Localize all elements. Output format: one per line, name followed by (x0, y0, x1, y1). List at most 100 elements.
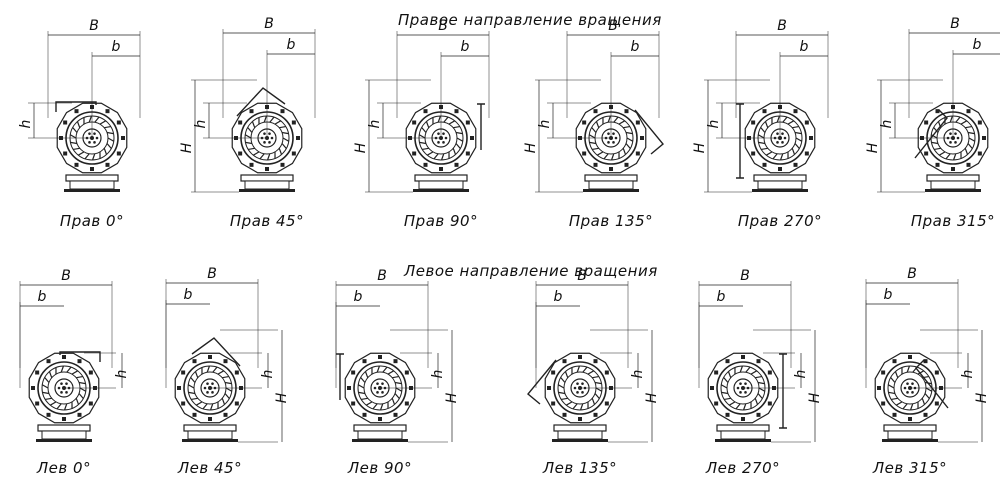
bolt-icon (751, 151, 756, 156)
bolt-icon (908, 417, 912, 421)
bolt-icon (88, 370, 93, 375)
title-left-rotation: Левое направление вращения (404, 262, 658, 280)
bolt-icon (578, 417, 582, 421)
base-support (69, 180, 115, 190)
bolt-icon (741, 417, 745, 421)
hub-bolt-icon (444, 136, 448, 140)
bolt-icon (635, 151, 640, 156)
dimension-B-label: B (577, 268, 587, 284)
hub-bolt-icon (739, 382, 742, 385)
dimension-h-label: h (537, 120, 553, 129)
hub-bolt-icon (373, 386, 377, 390)
bolt-icon (562, 359, 567, 364)
dimension-h-label: h (367, 120, 383, 129)
bolt-icon (351, 401, 356, 406)
hub-bolt-icon (776, 132, 779, 135)
dimension-b-label: b (112, 39, 121, 55)
base-plate (715, 439, 771, 442)
bolt-icon (74, 109, 79, 114)
dimension-b-label: b (461, 39, 470, 55)
bolt-icon (804, 120, 809, 125)
bolt-icon (609, 167, 613, 171)
bolt-icon (412, 151, 417, 156)
bolt-icon (378, 355, 382, 359)
bolt-icon (291, 120, 296, 125)
hub-bolt-icon (576, 391, 579, 394)
bolt-icon (454, 162, 459, 167)
dimension-b-label: b (184, 287, 193, 303)
bolt-icon (62, 355, 66, 359)
bolt-icon (223, 359, 228, 364)
bolt-icon (35, 401, 40, 406)
bolt-icon (551, 401, 556, 406)
hub-bolt-icon (607, 132, 610, 135)
bolt-icon (751, 120, 756, 125)
dimension-h-label: h (706, 120, 722, 129)
bolt-icon (593, 109, 598, 114)
hub-bolt-icon (88, 141, 91, 144)
caption-right-270: Прав 270° (737, 212, 823, 230)
bolt-icon (977, 151, 982, 156)
caption-right-45: Прав 45° (229, 212, 305, 230)
base-support (418, 180, 464, 190)
outlet-duct (915, 359, 949, 409)
dimension-h-label: h (960, 370, 976, 379)
caption-left-135: Лев 135° (542, 459, 618, 477)
hub-bolt-icon (581, 391, 584, 394)
bolt-icon (624, 162, 629, 167)
hub-bolt-icon (906, 382, 909, 385)
hub-bolt-icon (211, 391, 214, 394)
hub-bolt-icon (954, 132, 957, 135)
bolt-icon (966, 109, 971, 114)
base-frame (753, 174, 807, 182)
bolt-icon (347, 386, 351, 390)
bolt-icon (762, 162, 767, 167)
base-frame (584, 174, 638, 182)
dimension-b-label: b (631, 39, 640, 55)
dimension-B-label: B (608, 18, 618, 34)
bolt-icon (604, 401, 609, 406)
dimension-h-label: h (18, 120, 34, 129)
bolt-icon (238, 120, 243, 125)
bolt-icon (714, 370, 719, 375)
bolt-icon (935, 109, 940, 114)
base-plate (882, 439, 938, 442)
hub-bolt-icon (268, 141, 271, 144)
bolt-icon (923, 412, 928, 417)
hub-bolt-icon (376, 382, 379, 385)
hub-bolt-icon (381, 382, 384, 385)
dimension-B-label: B (207, 266, 217, 282)
bolt-icon (578, 355, 582, 359)
base-frame (716, 424, 770, 432)
bolt-icon (192, 359, 197, 364)
bolt-icon (423, 109, 428, 114)
bolt-icon (935, 162, 940, 167)
bolt-icon (234, 370, 239, 375)
hub-bolt-icon (612, 132, 615, 135)
bolt-icon (593, 412, 598, 417)
hub-bolt-icon (956, 136, 960, 140)
outlet-duct (634, 109, 664, 155)
bolt-icon (710, 386, 714, 390)
fan-left-0: Bbh (19, 268, 130, 442)
base-plate (583, 189, 639, 192)
hub-bolt-icon (576, 382, 579, 385)
bolt-icon (265, 167, 269, 171)
base-plate (239, 189, 295, 192)
base-support (244, 180, 290, 190)
hub-bolt-icon (911, 382, 914, 385)
base-support (588, 180, 634, 190)
bolt-icon (551, 370, 556, 375)
bolt-icon (234, 401, 239, 406)
dimension-H-label: H (807, 392, 823, 403)
fan-right-0: Bbh (18, 18, 141, 192)
base-support (930, 180, 976, 190)
bolt-icon (296, 136, 300, 140)
dimension-b-label: b (38, 289, 47, 305)
bolt-icon (793, 109, 798, 114)
dimension-H-label: H (974, 392, 990, 403)
